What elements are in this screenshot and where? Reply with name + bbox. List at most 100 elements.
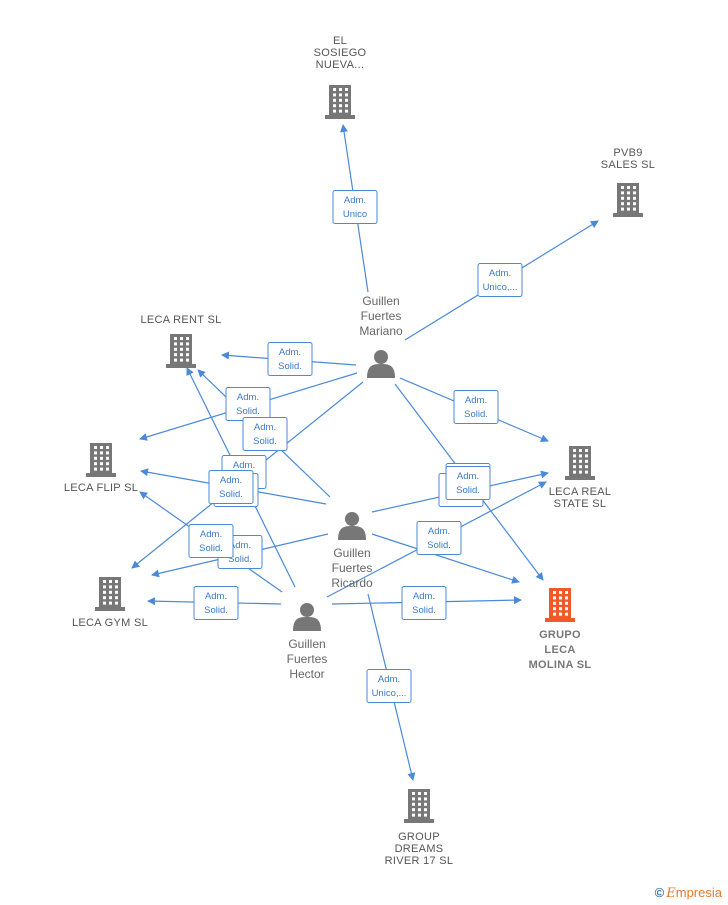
node-label-line: SALES SL	[601, 159, 655, 171]
edge-label-text: Adm.	[489, 268, 511, 279]
edge-label-box	[332, 190, 378, 224]
node-label-line: RIVER 17 SL	[385, 855, 454, 867]
edge-label-text: Solid.	[464, 409, 488, 420]
node-label-line: NUEVA...	[316, 59, 365, 71]
node-label-line: Hector	[289, 667, 324, 681]
node-label-line: LECA GYM SL	[72, 617, 148, 629]
edge-label-box	[416, 521, 462, 555]
edge-label-text: Solid.	[199, 543, 223, 554]
edge-ricardo-grupo_leca	[371, 533, 520, 584]
node-label-line: Fuertes	[332, 561, 373, 575]
edge-label-mariano-pvb9[interactable]: Adm.Unico,...	[477, 263, 523, 297]
edge-label-hector-leca_gym[interactable]: Adm. Solid.	[193, 586, 239, 620]
edge-label-text: Solid.	[228, 554, 252, 565]
edge-label-text: Solid.	[278, 361, 302, 372]
building-icon	[565, 446, 595, 480]
edge-label-text: Adm.	[220, 475, 242, 486]
edge-label-text: Adm.	[378, 674, 400, 685]
edge-label-box	[242, 417, 288, 451]
edge-label-text: Adm.	[254, 422, 276, 433]
edge-label-text: Unico	[343, 209, 367, 220]
node-label-line: LECA	[544, 644, 575, 656]
company-node-el_sosiego[interactable]: ELSOSIEGONUEVA...	[314, 35, 367, 119]
edge-label-text: Solid.	[236, 406, 260, 417]
edge-label-box	[193, 586, 239, 620]
edge-label-text: Solid.	[219, 489, 243, 500]
edge-label-mariano-leca_flip[interactable]: Adm.Solid.	[225, 387, 271, 421]
building-icon	[166, 334, 196, 368]
node-label-line: GRUPO	[539, 629, 581, 641]
node-label-line: Fuertes	[287, 652, 328, 666]
node-label-line: GROUP	[398, 831, 440, 843]
person-icon	[367, 350, 395, 378]
edge-label-hector-grupo_leca[interactable]: Adm. Solid.	[401, 586, 447, 620]
footer-brand: ©Empresia	[655, 885, 722, 901]
building-icon	[86, 443, 116, 477]
edge-label-text: Solid.	[456, 485, 480, 496]
node-label-line: PVB9	[613, 147, 642, 159]
building-icon	[613, 183, 643, 217]
edge-label-hector-leca_flip[interactable]: Adm. Solid.	[188, 524, 234, 558]
edge-label-hector-leca_real[interactable]: Adm. Solid.	[445, 466, 491, 500]
building-icon	[95, 577, 125, 611]
node-label-line: Ricardo	[331, 576, 373, 590]
edge-label-box	[366, 669, 412, 703]
building-icon	[545, 588, 575, 622]
node-label-line: Mariano	[359, 324, 403, 338]
edge-label-box	[445, 466, 491, 500]
node-label-line: MOLINA SL	[529, 659, 592, 671]
node-label-line: LECA RENT SL	[140, 314, 221, 326]
company-node-grupo_leca[interactable]: GRUPO LECA MOLINA SL	[529, 588, 592, 671]
edge-label-mariano-el_sosiego[interactable]: Adm. Unico	[332, 190, 378, 224]
edge-label-ricardo-grupo_leca[interactable]: Adm.Solid.	[416, 521, 462, 555]
edge-label-mariano-leca_gym[interactable]: Adm. Solid.	[242, 417, 288, 451]
edge-label-text: Adm.	[229, 540, 251, 551]
edge-label-text: Solid.	[253, 436, 277, 447]
edge-label-box	[208, 470, 254, 504]
edge-label-text: Adm.	[457, 471, 479, 482]
brand-initial: E	[666, 886, 676, 901]
edge-label-mariano-leca_real[interactable]: Adm. Solid.	[453, 390, 499, 424]
node-label-line: DREAMS	[395, 843, 444, 855]
edge-label-box	[477, 263, 523, 297]
edge-label-box	[453, 390, 499, 424]
edge-label-box	[188, 524, 234, 558]
company-node-leca_flip[interactable]: LECA FLIP SL	[64, 443, 138, 494]
edge-label-text: Adm.	[465, 395, 487, 406]
edge-label-text: Adm.	[413, 591, 435, 602]
edge-label-text: Adm.	[205, 591, 227, 602]
edge-label-text: Solid.	[427, 540, 451, 551]
node-label-line: LECA FLIP SL	[64, 482, 138, 494]
edge-label-text: Solid.	[412, 605, 436, 616]
brand-name: mpresia	[675, 885, 722, 900]
node-label-line: Guillen	[333, 546, 370, 560]
building-icon	[404, 789, 434, 823]
edge-label-mariano-leca_rent[interactable]: Adm. Solid.	[267, 342, 313, 376]
company-node-leca_gym[interactable]: LECA GYM SL	[72, 577, 148, 629]
edge-label-text: Adm.	[344, 195, 366, 206]
edge-label-text: Unico,...	[372, 688, 407, 699]
person-icon	[293, 603, 321, 631]
person-icon	[338, 512, 366, 540]
edge-label-box	[401, 586, 447, 620]
edge-label-text: Adm.	[200, 529, 222, 540]
node-label-line: Guillen	[288, 637, 325, 651]
edge-label-ricardo-group_dreams[interactable]: Adm. Unico,...	[366, 669, 412, 703]
building-icon	[325, 85, 355, 119]
company-node-leca_rent[interactable]: LECA RENT SL	[140, 314, 221, 368]
edge-label-text: Adm.	[233, 460, 255, 471]
node-label-line: STATE SL	[554, 498, 607, 510]
node-label-line: Fuertes	[361, 309, 402, 323]
edge-label-text: Adm.	[279, 347, 301, 358]
edge-label-text: Solid.	[204, 605, 228, 616]
node-label-line: LECA REAL	[549, 486, 612, 498]
edge-label-box	[267, 342, 313, 376]
edge-label-hector-leca_rent[interactable]: Adm. Solid.	[208, 470, 254, 504]
